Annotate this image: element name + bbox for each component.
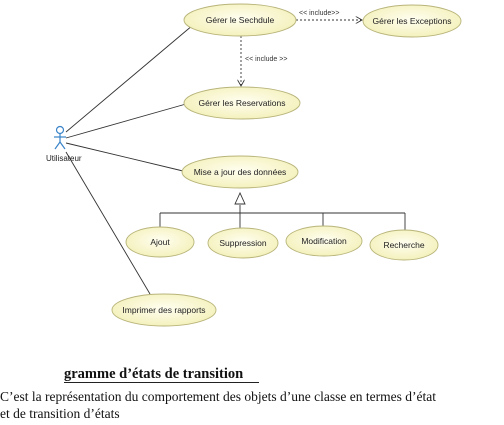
section-paragraph: C’est la représentation du comportement …: [0, 388, 504, 422]
heading-underline: [64, 382, 259, 383]
usecase-mise-a-jour-label: Mise a jour des données: [194, 167, 287, 177]
actor-head-icon: [55, 125, 65, 135]
usecase-gerer-reservations[interactable]: [183, 86, 301, 120]
association-lines: [65, 24, 194, 295]
usecase-suppression-label: Suppression: [219, 238, 267, 248]
usecase-gerer-exceptions-label: Gérer les Exceptions: [373, 16, 452, 26]
actor-utilisateur[interactable]: [54, 125, 66, 150]
usecase-modification[interactable]: [285, 225, 363, 257]
usecase-mise-a-jour[interactable]: [181, 155, 299, 189]
usecase-gerer-schedule[interactable]: [183, 3, 297, 37]
assoc-imprimer: [65, 151, 151, 295]
use-case-diagram: << include>> << include >> Utilisateur G: [46, 3, 462, 327]
usecase-imprimer[interactable]: [111, 293, 217, 327]
usecase-suppression[interactable]: [207, 227, 279, 259]
section-heading: gramme d’états de transition: [64, 366, 244, 382]
include-relations: << include>> << include >>: [241, 10, 362, 86]
assoc-mise-a-jour: [65, 142, 184, 172]
include-exceptions-label: << include>>: [299, 10, 339, 17]
paragraph-line-1: C’est la représentation du comportement …: [0, 389, 436, 404]
usecase-gerer-exceptions[interactable]: [362, 4, 462, 38]
usecase-gerer-schedule-label: Gérer le Sechdule: [206, 15, 275, 25]
assoc-reservations: [65, 103, 187, 139]
usecase-imprimer-label: Imprimer des rapports: [122, 305, 205, 315]
actor-label: Utilisateur: [46, 154, 82, 163]
usecase-ajout-label: Ajout: [150, 237, 170, 247]
usecase-ajout[interactable]: [125, 226, 195, 258]
generalization-tree: [159, 191, 406, 230]
generalization-arrow: [234, 191, 246, 205]
usecase-modification-label: Modification: [301, 236, 347, 246]
usecase-gerer-reservations-label: Gérer les Reservations: [199, 98, 286, 108]
actor-leg-left: [54, 141, 61, 150]
paragraph-line-2: et de transition d’états: [0, 406, 120, 421]
include-reservations-label: << include >>: [245, 56, 287, 63]
usecase-recherche[interactable]: [369, 229, 439, 261]
usecase-recherche-label: Recherche: [383, 240, 424, 250]
actor-leg-right: [59, 141, 66, 150]
assoc-schedule: [65, 24, 194, 133]
